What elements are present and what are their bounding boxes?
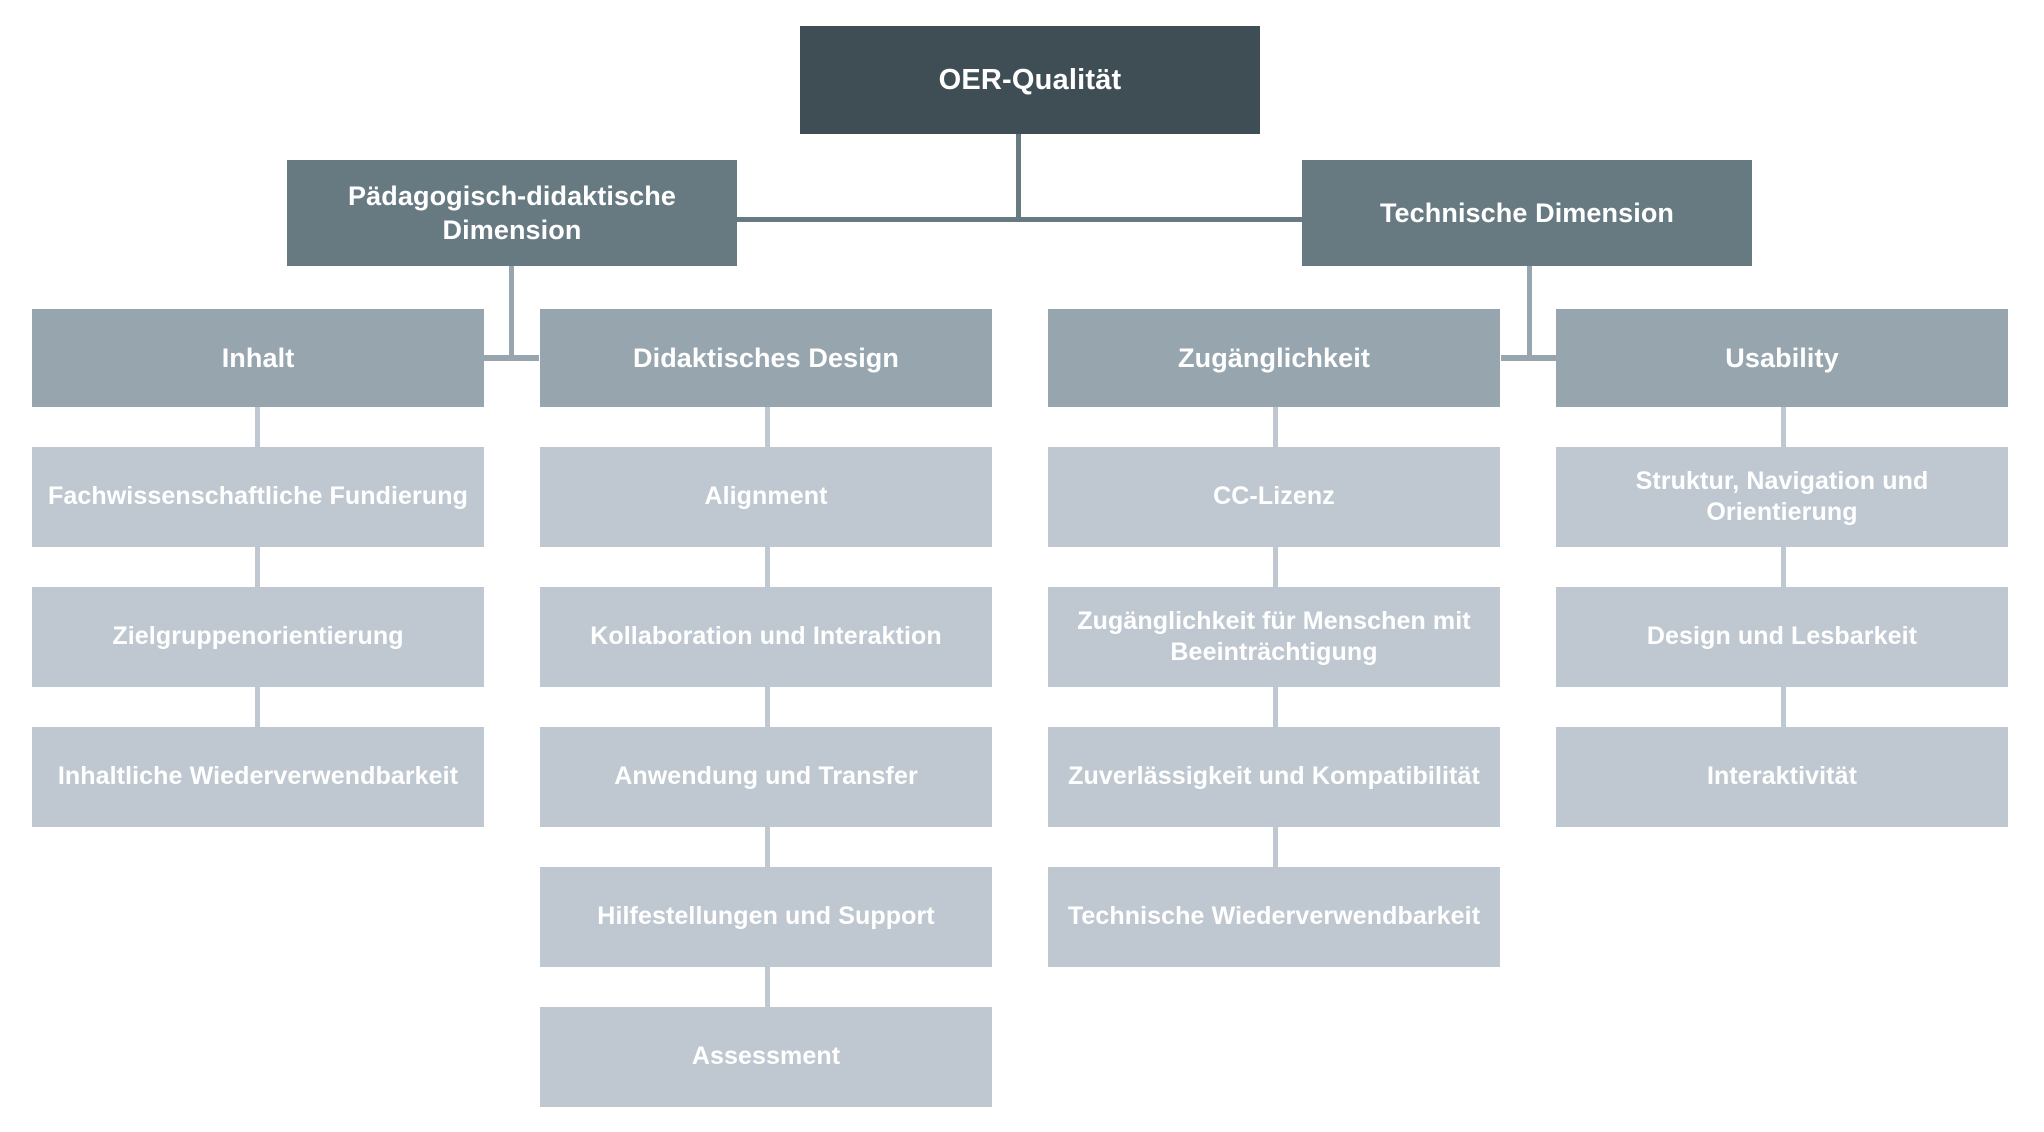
node-leaf-didaktisches-design-1[interactable]: Alignment — [540, 447, 992, 547]
connector-didaktisches-design-2 — [765, 547, 770, 587]
connector-technische-stem — [1527, 206, 1532, 357]
connector-paedagogisch-bar — [483, 355, 539, 361]
connector-usability-3 — [1781, 687, 1786, 727]
connector-didaktisches-design-3 — [765, 687, 770, 727]
connector-technische-bar — [1501, 355, 1557, 361]
connector-root-stem — [1016, 134, 1021, 220]
node-leaf-inhalt-1[interactable]: Fachwissenschaftliche Fundierung — [32, 447, 484, 547]
node-leaf-inhalt-2[interactable]: Zielgruppenorientierung — [32, 587, 484, 687]
connector-paedagogisch-stem — [509, 206, 514, 357]
connector-usability-1 — [1781, 407, 1786, 447]
node-leaf-didaktisches-design-5[interactable]: Assessment — [540, 1007, 992, 1107]
node-leaf-didaktisches-design-4[interactable]: Hilfestellungen und Support — [540, 867, 992, 967]
node-category-usability[interactable]: Usability — [1556, 309, 2008, 407]
connector-zugaenglichkeit-1 — [1273, 407, 1278, 447]
connector-zugaenglichkeit-4 — [1273, 827, 1278, 867]
node-dimension-technische[interactable]: Technische Dimension — [1302, 160, 1752, 266]
connector-didaktisches-design-4 — [765, 827, 770, 867]
node-leaf-zugaenglichkeit-2[interactable]: Zugänglichkeit für Menschen mit Beeinträ… — [1048, 587, 1500, 687]
node-leaf-zugaenglichkeit-4[interactable]: Technische Wiederverwendbarkeit — [1048, 867, 1500, 967]
connector-didaktisches-design-1 — [765, 407, 770, 447]
node-root-oer-qualitaet[interactable]: OER-Qualität — [800, 26, 1260, 134]
node-leaf-usability-3[interactable]: Interaktivität — [1556, 727, 2008, 827]
connector-inhalt-2 — [255, 547, 260, 587]
node-leaf-inhalt-3[interactable]: Inhaltliche Wiederverwendbarkeit — [32, 727, 484, 827]
connector-usability-2 — [1781, 547, 1786, 587]
connector-inhalt-3 — [255, 687, 260, 727]
node-leaf-usability-2[interactable]: Design und Lesbarkeit — [1556, 587, 2008, 687]
node-category-zugaenglichkeit[interactable]: Zugänglichkeit — [1048, 309, 1500, 407]
connector-dimension-bus — [736, 217, 1303, 222]
node-dimension-paedagogisch-didaktische[interactable]: Pädagogisch-didaktische Dimension — [287, 160, 737, 266]
node-category-inhalt[interactable]: Inhalt — [32, 309, 484, 407]
connector-zugaenglichkeit-2 — [1273, 547, 1278, 587]
node-category-didaktisches-design[interactable]: Didaktisches Design — [540, 309, 992, 407]
node-leaf-zugaenglichkeit-1[interactable]: CC-Lizenz — [1048, 447, 1500, 547]
node-leaf-usability-1[interactable]: Struktur, Navigation und Orientierung — [1556, 447, 2008, 547]
node-leaf-didaktisches-design-2[interactable]: Kollaboration und Interaktion — [540, 587, 992, 687]
connector-zugaenglichkeit-3 — [1273, 687, 1278, 727]
node-leaf-didaktisches-design-3[interactable]: Anwendung und Transfer — [540, 727, 992, 827]
connector-didaktisches-design-5 — [765, 967, 770, 1007]
node-leaf-zugaenglichkeit-3[interactable]: Zuverlässigkeit und Kompatibilität — [1048, 727, 1500, 827]
connector-inhalt-1 — [255, 407, 260, 447]
